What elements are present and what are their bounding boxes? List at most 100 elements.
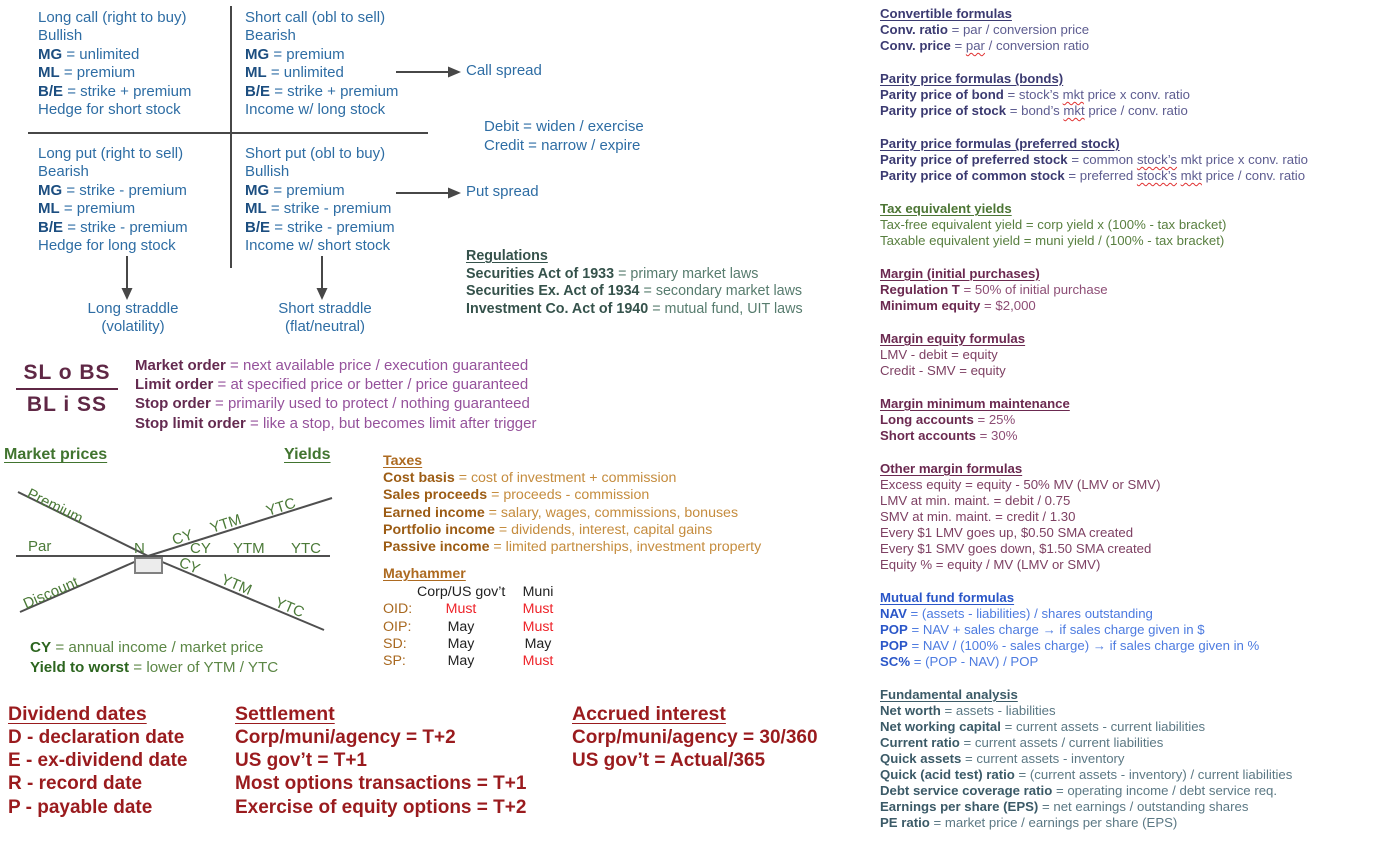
formula-key: PE ratio (880, 815, 930, 830)
quadrant-horizontal-divider (28, 132, 428, 134)
formula-value: = (POP - NAV) / POP (913, 654, 1039, 669)
formula-line: ML = premium (38, 64, 191, 82)
formula-text: LMV - debit = equity (880, 347, 998, 362)
formula-value: = at specified price or better / price g… (217, 376, 529, 394)
lower-yield-line (147, 555, 325, 631)
credit-rule: Credit = narrow / expire (484, 137, 641, 155)
section-title: Other margin formulas (880, 461, 1023, 476)
formula-value: = net earnings / outstanding shares (1041, 799, 1249, 814)
put-spread-arrow-icon (396, 187, 461, 199)
formula-line: Debt service coverage ratio = operating … (880, 783, 1380, 799)
formula-key: Long accounts (880, 412, 974, 427)
formula-value: = premium (63, 200, 136, 218)
formula-section: Margin (initial purchases)Regulation T =… (880, 266, 1380, 314)
formula-line: Net working capital = current assets - c… (880, 719, 1380, 735)
formula-text: Short call (obl to sell) (245, 9, 386, 26)
accrued-interest-title: Accrued interest (572, 703, 726, 725)
formula-value: = preferred stock’s mkt price / conv. ra… (1068, 168, 1306, 183)
formula-text: Equity % = equity / MV (LMV or SMV) (880, 557, 1101, 572)
formula-line: Equity % = equity / MV (LMV or SMV) (880, 557, 1380, 573)
formula-value: = unlimited (270, 64, 344, 82)
formula-line: ML = premium (38, 200, 188, 218)
ytw-note-value: = lower of YTM / YTC (133, 658, 279, 676)
mayhammer-row-label: SP: (383, 653, 406, 670)
formula-key: Short accounts (880, 428, 976, 443)
mayhammer-row-label: OIP: (383, 618, 412, 635)
cy-note-key: CY (30, 639, 52, 656)
line-text: US gov’t = T+1 (235, 750, 367, 772)
par-label: Par (28, 538, 51, 555)
formula-text: Credit - SMV = equity (880, 363, 1006, 378)
formula-line: B/E = strike + premium (38, 83, 191, 101)
line-text: Exercise of equity options = T+2 (235, 796, 527, 818)
long-straddle-arrow-icon (121, 256, 133, 300)
formula-key: ML (38, 200, 60, 218)
formula-value: = dividends, interest, capital gains (498, 521, 713, 538)
cy-note-value: = annual income / market price (55, 639, 264, 656)
formula-line: Parity price of stock = bond’s mkt price… (880, 103, 1380, 119)
formula-line: PE ratio = market price / earnings per s… (880, 815, 1380, 831)
formula-line: SMV at min. maint. = credit / 1.30 (880, 509, 1380, 525)
formula-value: = mutual fund, UIT laws (652, 300, 803, 317)
mayhammer-cell: Must (522, 601, 554, 618)
formula-line: Stop limit order = like a stop, but beco… (135, 414, 537, 433)
formula-key: Parity price of common stock (880, 168, 1065, 183)
formula-line: Excess equity = equity - 50% MV (LMV or … (880, 477, 1380, 493)
formula-value: = market price / earnings per share (EPS… (933, 815, 1178, 830)
fulcrum-box (134, 557, 163, 574)
mayhammer-cell: Must (445, 601, 477, 618)
mnemonic-top: SL o BS (16, 361, 118, 390)
formula-key: Securities Ex. Act of 1934 (466, 283, 640, 300)
mayhammer-title: Mayhammer (383, 566, 466, 582)
formula-line: Parity price of bond = stock’s mkt price… (880, 87, 1380, 103)
formula-line: Minimum equity = $2,000 (880, 298, 1380, 314)
yield-notes: CY = annual income / market price Yield … (30, 638, 278, 677)
formula-value: = stock’s mkt price x conv. ratio (1007, 87, 1190, 102)
formula-text: Long call (right to buy) (38, 9, 187, 26)
mayhammer-cell: May (447, 618, 475, 635)
formula-key: Minimum equity (880, 298, 981, 313)
formula-value: = $2,000 (984, 298, 1036, 313)
formula-value: = 25% (977, 412, 1016, 427)
lower-ytc-label: YTC (272, 594, 306, 621)
line-text: US gov’t = Actual/365 (572, 750, 766, 772)
formula-key: Stop limit order (135, 414, 246, 432)
formula-line: POP = NAV / (100% - sales charge) → if s… (880, 638, 1380, 654)
section-title: Margin minimum maintenance (880, 396, 1070, 411)
line-text: P - payable date (8, 796, 153, 818)
long-straddle-label: Long straddle (volatility) (53, 300, 213, 337)
formula-value: = cost of investment + commission (458, 470, 677, 487)
formula-value: = premium (273, 181, 345, 199)
mayhammer-cell: May (447, 653, 475, 670)
formula-key: Securities Act of 1933 (466, 265, 615, 282)
formula-value: = operating income / debt service req. (1055, 783, 1278, 798)
formula-value: = strike - premium (270, 200, 392, 218)
formula-value: = strike + premium (67, 82, 192, 100)
mayhammer-cell: May (447, 635, 475, 652)
formula-line: Parity price of preferred stock = common… (880, 152, 1380, 168)
formula-line: POP = NAV + sales charge → if sales char… (880, 622, 1380, 638)
mid-ytc-label: YTC (291, 540, 321, 557)
formula-text: Hedge for long stock (38, 237, 176, 255)
misspelled-word: mkt (1062, 87, 1084, 102)
formula-line: Sales proceeds = proceeds - commission (383, 487, 761, 504)
formula-line: Earnings per share (EPS) = net earnings … (880, 799, 1380, 815)
formula-line: Earned income = salary, wages, commissio… (383, 505, 761, 522)
formula-key: B/E (245, 82, 271, 100)
formula-line: Limit order = at specified price or bett… (135, 375, 537, 394)
formula-key: Portfolio income (383, 521, 495, 538)
section-title: Margin (initial purchases) (880, 266, 1040, 281)
formula-key: POP (880, 622, 908, 637)
line-text: E - ex-dividend date (8, 750, 188, 772)
misspelled-word: stock’s (1136, 152, 1178, 167)
formula-value: = assets - liabilities (944, 703, 1056, 718)
line-text: Corp/muni/agency = T+2 (235, 727, 456, 748)
short-straddle-title: Short straddle (278, 300, 372, 317)
